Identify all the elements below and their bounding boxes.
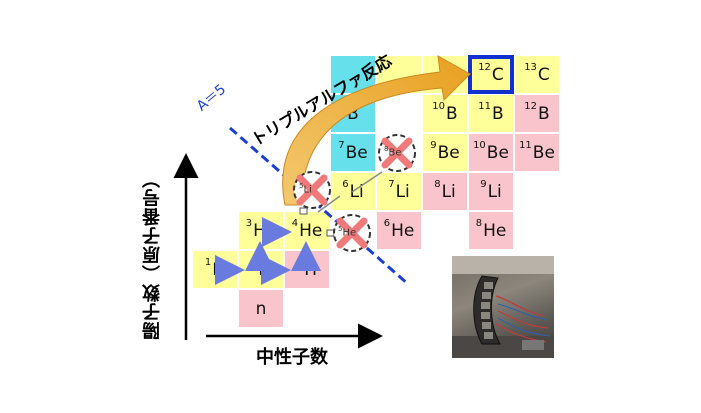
element-symbol: Li [395,181,410,202]
element-symbol: Li [487,181,502,202]
mass-number: 10 [473,140,486,151]
mass-number: 4 [291,218,299,229]
mass-number: 7 [388,179,395,190]
element-symbol: Li [303,184,312,196]
element-symbol: B [538,103,550,124]
unbound-5li [293,171,331,209]
mass-number: 11 [519,140,532,151]
element-symbol: Be [388,147,402,159]
small-marker-2 [326,229,335,237]
unbound-be8 [378,134,416,172]
mass-number: 9 [480,179,487,190]
mass-number: 5 [338,225,343,233]
mass-number: 3 [245,218,253,229]
element-symbol: Be [345,142,368,163]
mass-number: 9 [430,140,437,151]
element-symbol: He [342,227,357,239]
element-symbol: Be [486,142,509,163]
detector-photo-drawing [452,256,554,358]
cell-n: n [238,289,284,328]
element-symbol: He [483,220,507,241]
element-symbol: He [299,220,323,241]
element-symbol: n [255,298,267,319]
element-symbol: Li [441,181,456,202]
element-symbol: He [391,220,415,241]
arrow-to-7li [351,171,383,193]
mass-number: 13 [524,62,537,73]
mass-number: 8 [384,145,389,153]
mass-number: 12 [478,62,491,73]
mass-number: 6 [383,218,391,229]
element-symbol: B [492,103,504,124]
mass-number: 7 [338,140,345,151]
element-symbol: Be [437,142,460,163]
detector-photo [452,256,554,358]
mass-number: 11 [478,101,492,112]
mass-number: 6 [342,179,349,190]
element-symbol: B [446,103,458,124]
mass-number: 5 [299,182,304,190]
unbound-he5-label: 5He [338,225,356,238]
mass-number: 8 [434,179,441,190]
arrow-to-6li [317,195,341,213]
x-axis-label: 中性子数 [256,347,328,368]
mass-number: 8 [475,218,483,229]
element-symbol: C [491,64,504,85]
mass-number: 10 [432,101,446,112]
element-symbol: C [537,64,550,85]
mass-number: 12 [524,101,538,112]
unbound-be8-label: 8Be [384,145,401,158]
small-marker [299,207,308,215]
mass-number: 1 [204,257,212,268]
y-axis-label: 陽子数（原子番号） [142,169,163,340]
unbound-5he [333,214,371,252]
element-symbol: Be [532,142,555,163]
unbound-li5-label: 5Li [299,182,312,195]
element-symbol: B [347,103,359,124]
